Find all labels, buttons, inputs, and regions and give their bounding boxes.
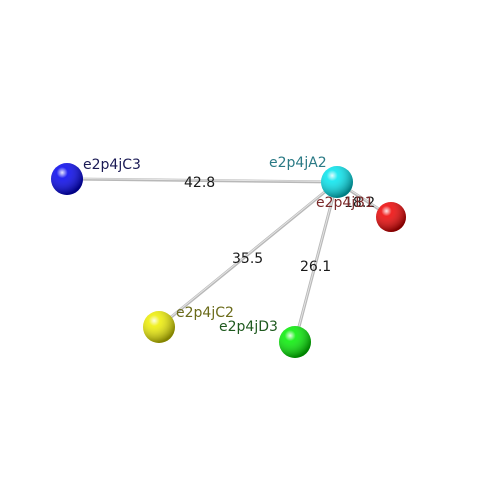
edge-label-A2-C2: 35.5 <box>232 251 263 267</box>
node-C2[interactable] <box>143 311 175 343</box>
node-label-D3: e2p4jD3 <box>219 319 278 335</box>
edge-label-A2-D3: 26.1 <box>300 259 331 275</box>
node-shading-D3 <box>279 326 311 358</box>
node-label-C3: e2p4jC3 <box>83 157 141 173</box>
node-shading-B1 <box>376 202 406 232</box>
node-shading-C2 <box>143 311 175 343</box>
edge-label-A2-B1: 18.2 <box>344 195 375 211</box>
node-A2[interactable] <box>321 166 353 198</box>
labels-layer: 42.8 18.2 35.5 26.1 e2p4jA2 e2p4jC3 e2p4jB1 e2p… <box>83 155 375 335</box>
node-C3[interactable] <box>51 163 83 195</box>
node-B1[interactable] <box>376 202 406 232</box>
edge-label-A2-C3: 42.8 <box>184 175 215 191</box>
node-shading-C3 <box>51 163 83 195</box>
edge-highlight-A2-C2 <box>158 181 338 327</box>
node-shading-A2 <box>321 166 353 198</box>
node-D3[interactable] <box>279 326 311 358</box>
node-label-B1: e2p4jB1 <box>316 195 374 211</box>
edge-highlight-A2-C3 <box>66 178 338 182</box>
node-label-C2: e2p4jC2 <box>176 305 234 321</box>
node-label-A2: e2p4jA2 <box>269 155 327 171</box>
nodes-layer <box>51 163 406 358</box>
edge-highlight-A2-D3 <box>294 181 338 342</box>
